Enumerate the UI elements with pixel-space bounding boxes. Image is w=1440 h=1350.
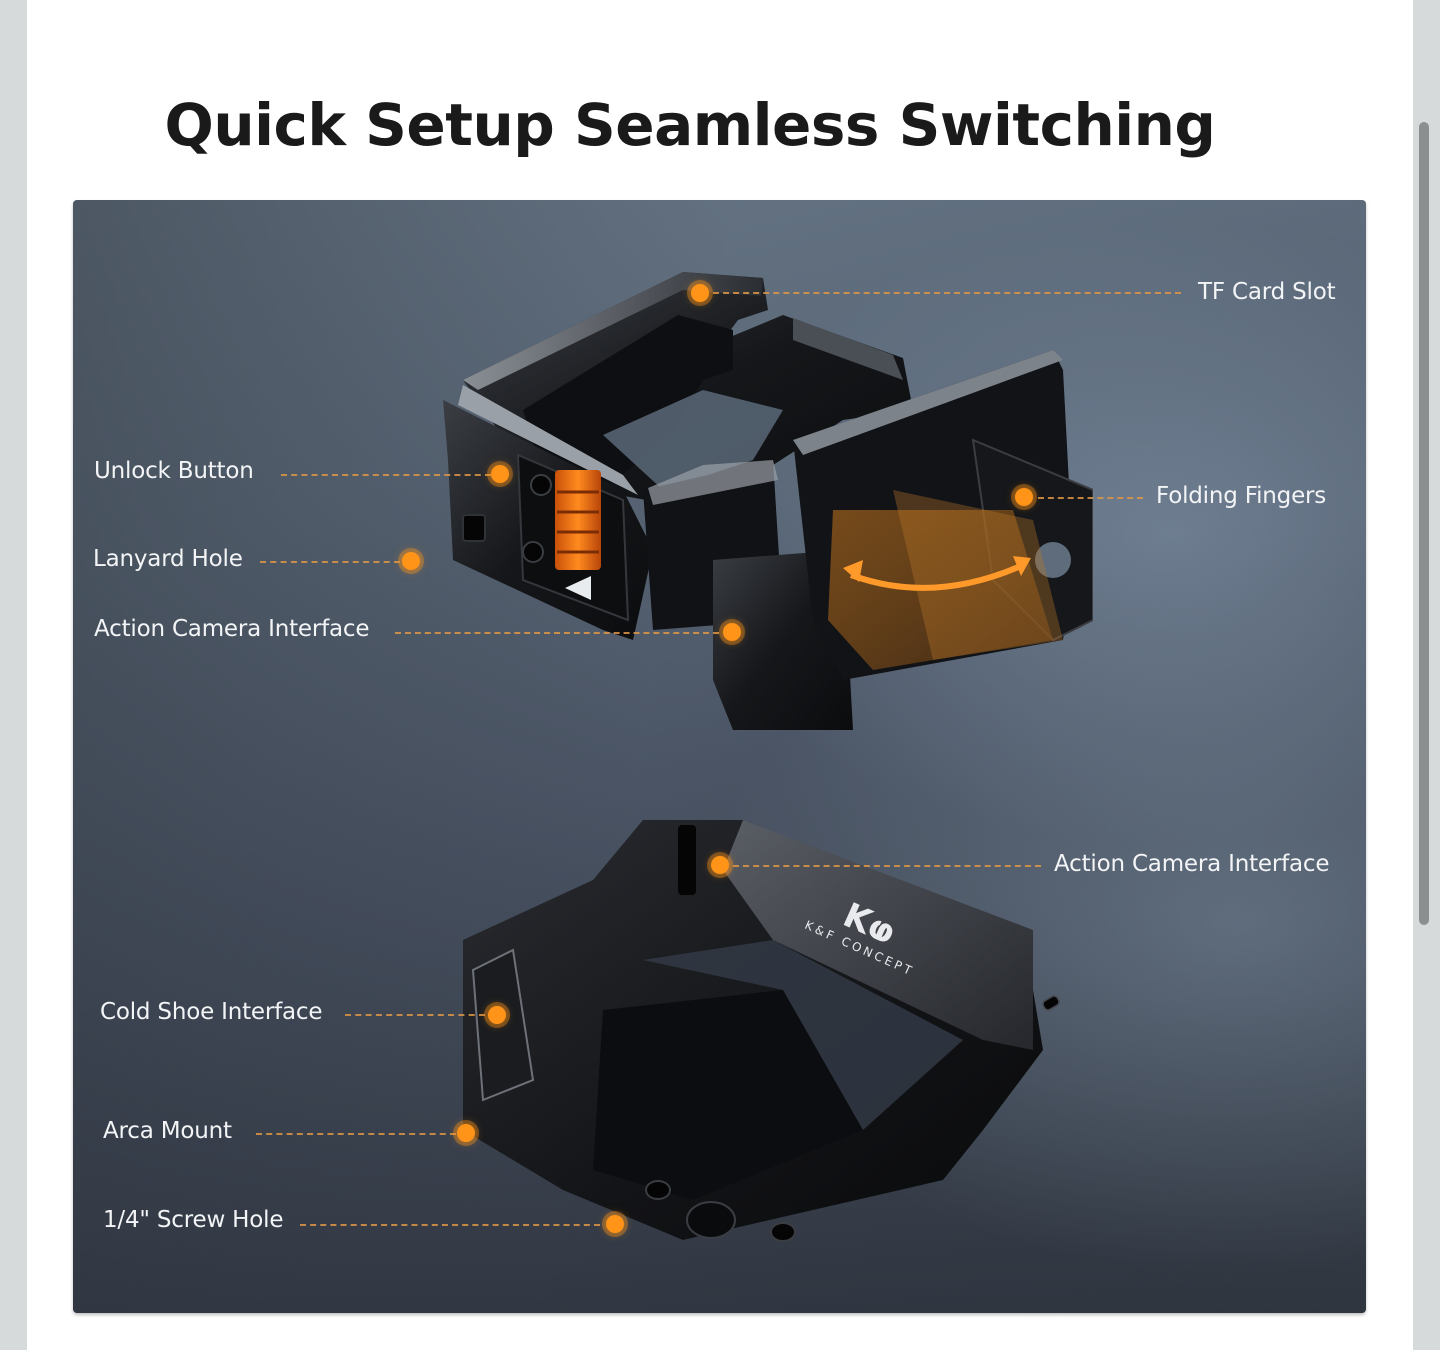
callout-line-action-camera-interface-bottom <box>733 865 1041 867</box>
callout-dot-cold-shoe-interface <box>488 1006 506 1024</box>
callout-dot-quarter-inch-screw-hole <box>606 1215 624 1233</box>
callout-line-folding-fingers <box>1038 497 1143 499</box>
callout-line-unlock-button <box>281 474 491 476</box>
callout-line-quarter-inch-screw-hole <box>300 1224 600 1226</box>
window-left-rail <box>0 0 27 1350</box>
callout-dot-lanyard-hole <box>402 552 420 570</box>
callout-line-arca-mount <box>256 1133 456 1135</box>
callout-label-unlock-button: Unlock Button <box>94 458 254 484</box>
callout-line-cold-shoe-interface <box>345 1014 485 1016</box>
callout-dot-folding-fingers <box>1015 488 1033 506</box>
callout-dot-unlock-button <box>491 465 509 483</box>
callout-label-folding-fingers: Folding Fingers <box>1156 483 1327 509</box>
callout-dot-arca-mount <box>457 1124 475 1142</box>
page-title: Quick Setup Seamless Switching <box>164 90 1216 159</box>
vertical-scrollbar-thumb[interactable] <box>1419 122 1429 925</box>
callout-label-arca-mount: Arca Mount <box>103 1118 232 1144</box>
callout-dot-tf-card-slot <box>691 284 709 302</box>
callout-label-quarter-inch-screw-hole: 1/4" Screw Hole <box>103 1207 284 1233</box>
callout-label-lanyard-hole: Lanyard Hole <box>93 546 243 572</box>
callout-label-action-camera-interface-top: Action Camera Interface <box>94 616 370 642</box>
callout-dot-action-camera-interface-bottom <box>711 856 729 874</box>
callout-label-tf-card-slot: TF Card Slot <box>1198 279 1336 305</box>
callout-dot-action-camera-interface-top <box>723 623 741 641</box>
callout-line-action-camera-interface-top <box>395 632 719 634</box>
callout-label-cold-shoe-interface: Cold Shoe Interface <box>100 999 323 1025</box>
bottom-cage-illustration <box>463 820 1060 1242</box>
top-cage-illustration <box>443 272 1093 730</box>
product-feature-image: Kⱷ K&F CONCEPT TF Card Slot Unlock Butto… <box>73 200 1366 1313</box>
callout-line-lanyard-hole <box>260 561 400 563</box>
callout-line-tf-card-slot <box>713 292 1181 294</box>
callout-label-action-camera-interface-bottom: Action Camera Interface <box>1054 851 1330 877</box>
